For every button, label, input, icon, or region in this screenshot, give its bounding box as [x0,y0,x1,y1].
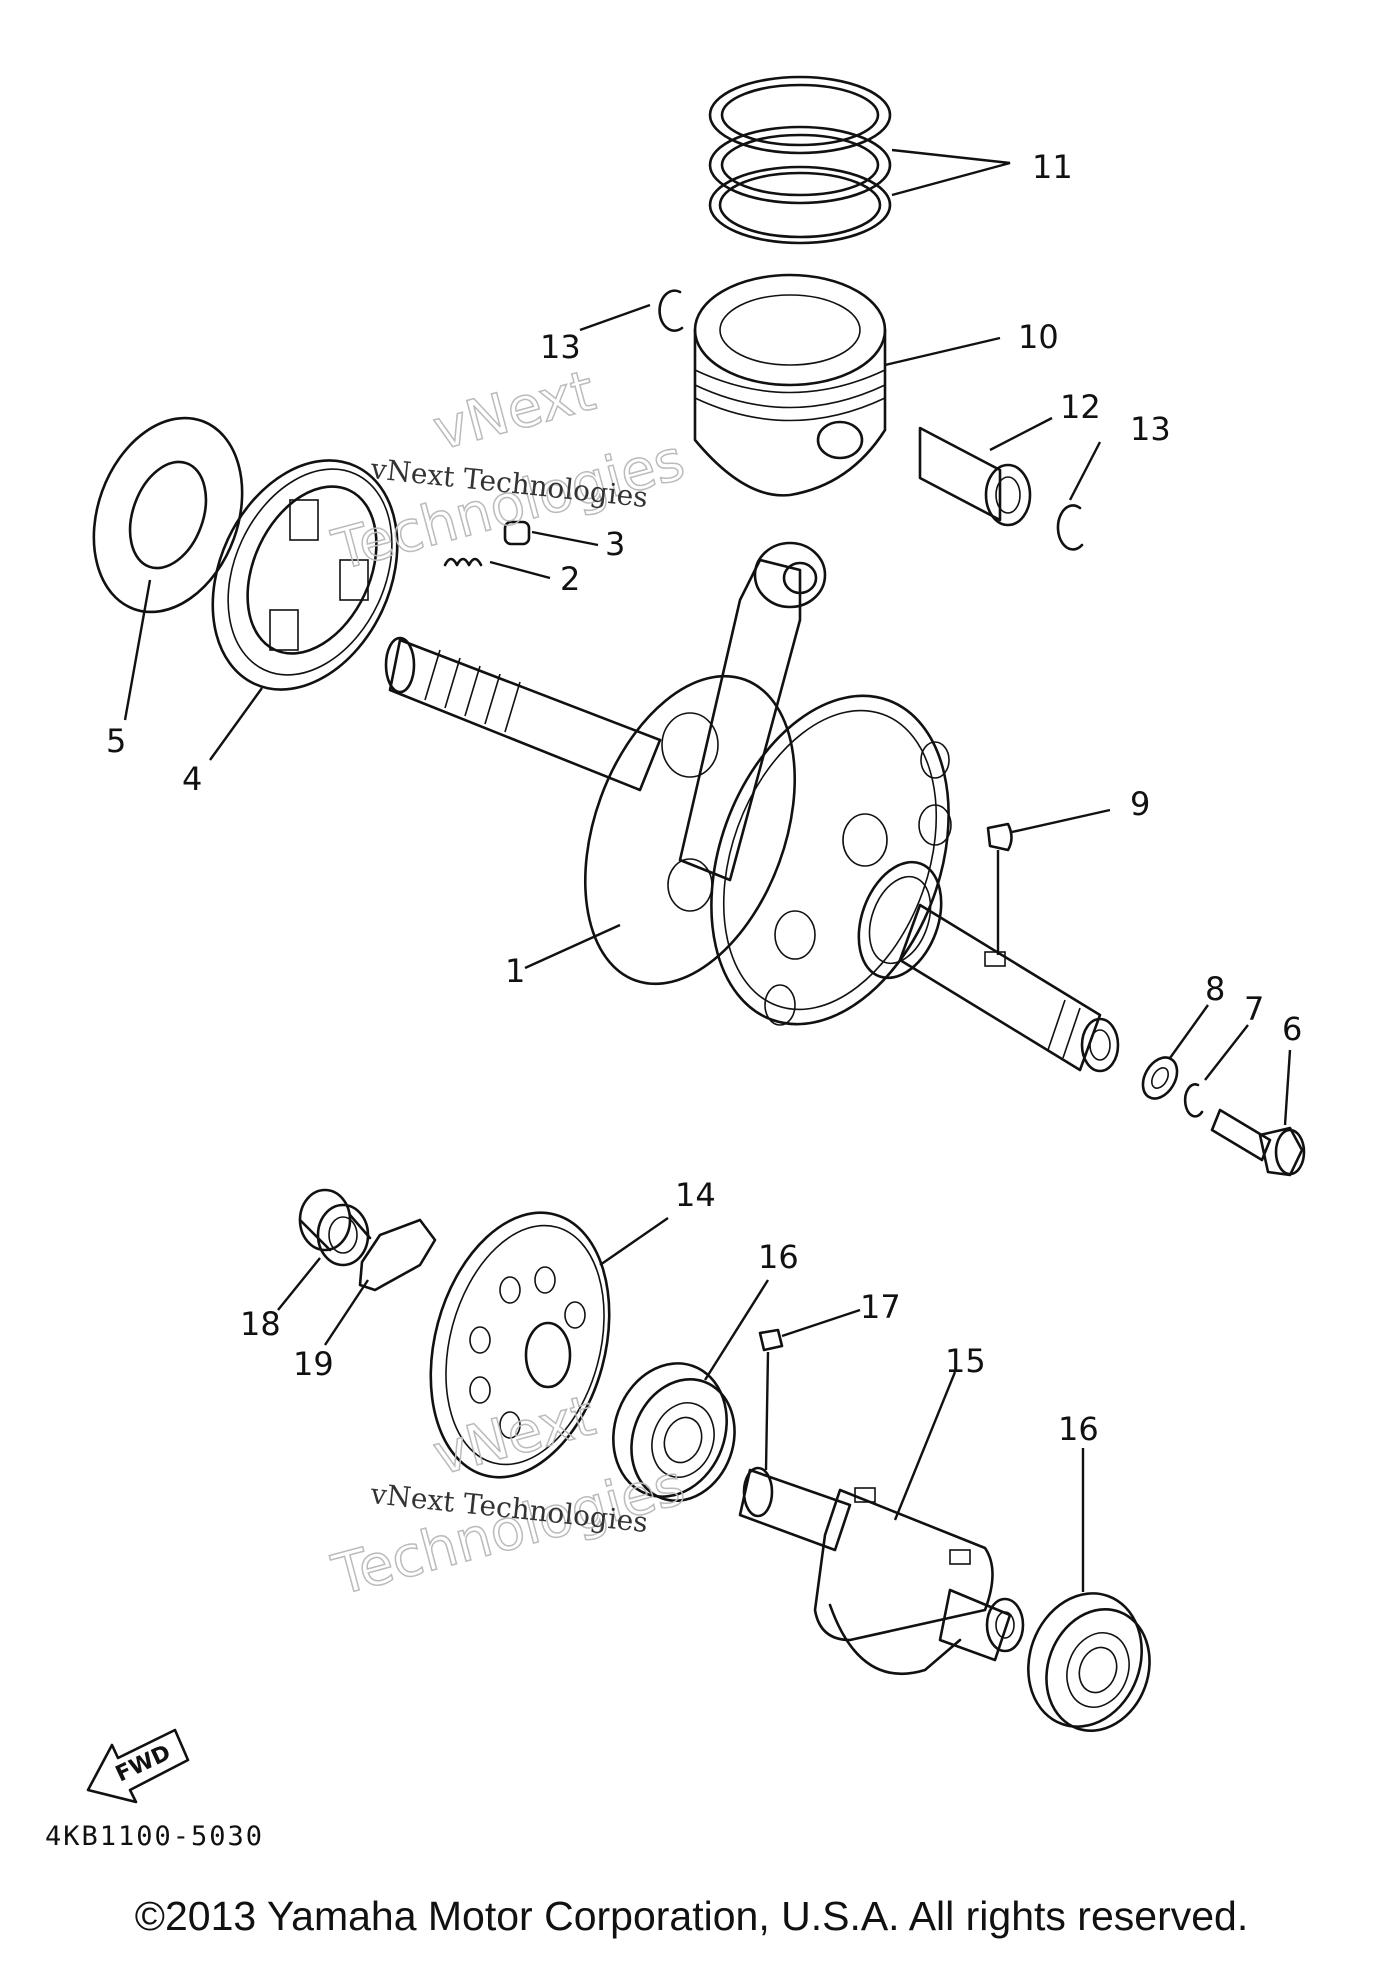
balancer-weight [358,1218,437,1292]
callout-18: 18 [240,1305,281,1343]
callout-5: 5 [106,722,126,760]
callout-2: 2 [560,560,580,598]
callout-10: 10 [1018,318,1059,356]
svg-text:vNext: vNext [427,1383,602,1488]
callout-7: 7 [1244,990,1264,1028]
bearing-left [612,1362,736,1503]
washer-small [1141,1056,1179,1100]
callout-13-lower: 13 [1130,410,1171,448]
lock-washer [1183,1083,1204,1118]
circlip-lower [1056,504,1084,551]
callout-17: 17 [860,1288,901,1326]
key-small [758,1328,784,1352]
balancer-shaft [738,1466,1025,1676]
callout-16-upper: 16 [758,1238,799,1276]
washer [92,416,244,614]
bolt [1210,1108,1306,1177]
callout-4: 4 [182,760,202,798]
svg-text:FWD: FWD [112,1740,175,1787]
callout-8: 8 [1205,970,1225,1008]
one-way-clutch [211,459,399,691]
watermark-lower: vNext Technologies vNext Technologies [325,1383,692,1610]
piston-rings [708,75,892,245]
balancer-drive-gear [429,1211,611,1479]
woodruff-key [986,822,1013,852]
diagram-code: 4KB1100-5030 [45,1821,264,1852]
callout-1: 1 [505,952,525,990]
crankshaft-assembly [384,541,1120,1073]
callout-13-upper: 13 [540,328,581,366]
callout-9: 9 [1130,785,1150,823]
callout-16-lower: 16 [1058,1410,1099,1448]
callout-6: 6 [1282,1010,1302,1048]
piston-pin [918,426,1032,527]
callout-15: 15 [945,1342,986,1380]
roller-pin [503,520,531,546]
callout-14: 14 [675,1176,716,1214]
watermark-upper: vNext Technologies vNext Technologies [325,358,692,585]
forward-arrow-icon: FWD [86,1728,190,1804]
circlip-upper [658,289,684,332]
bearing-right [1027,1592,1151,1733]
collar [298,1188,372,1267]
copyright-notice: ©2013 Yamaha Motor Corporation, U.S.A. A… [134,1893,1249,1939]
callout-3: 3 [605,525,625,563]
svg-text:vNext: vNext [427,358,602,463]
callout-12: 12 [1060,388,1101,426]
piston [693,273,887,497]
callout-11: 11 [1032,148,1073,186]
spring [443,557,483,567]
callout-19: 19 [293,1345,334,1383]
